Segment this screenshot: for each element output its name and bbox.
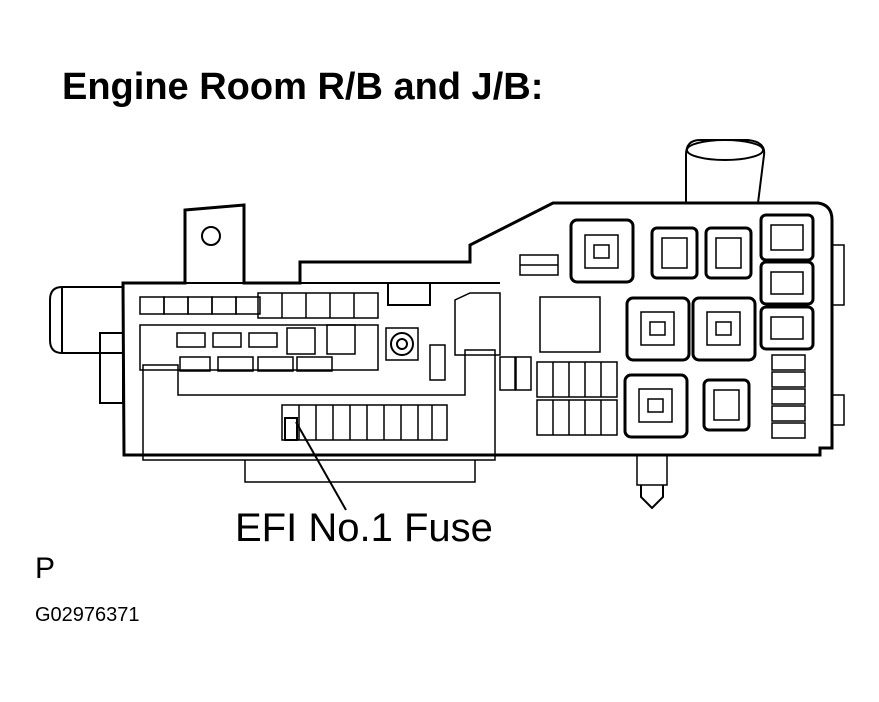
efi-fuse-callout-label: EFI No.1 Fuse (235, 506, 493, 550)
relay-large-4 (625, 375, 687, 437)
relay-large-3 (693, 298, 755, 360)
relay-small-1 (761, 215, 813, 260)
relay-medium-1 (652, 228, 697, 278)
fuse-row-top (140, 293, 378, 318)
blade-fuse-grid (537, 362, 617, 435)
fuse-block-middle (140, 325, 378, 371)
mounting-hole (202, 227, 220, 245)
view-letter: P (35, 552, 56, 585)
top-pipe (686, 140, 764, 203)
figure-id: G02976371 (35, 604, 140, 626)
callout-leader-line (296, 422, 346, 510)
lower-recess (143, 350, 495, 482)
relay-medium-3 (704, 380, 749, 430)
relay-large-2 (627, 298, 689, 360)
efi-fuse-row (282, 405, 447, 440)
bottom-clip (637, 455, 667, 508)
fuse-box-housing (123, 203, 832, 455)
center-section (455, 255, 600, 390)
right-fuse-stack (772, 245, 844, 438)
round-connector (386, 328, 418, 360)
relay-large-1 (571, 220, 633, 282)
relay-small-3 (761, 307, 813, 349)
inner-ledge (388, 283, 430, 305)
efi-no1-fuse (285, 418, 297, 440)
relay-medium-2 (706, 228, 751, 278)
relay-small-2 (761, 262, 813, 304)
diagram-title: Engine Room R/B and J/B: (62, 66, 544, 108)
small-relay-slot (430, 345, 445, 380)
left-pipe (50, 287, 123, 403)
